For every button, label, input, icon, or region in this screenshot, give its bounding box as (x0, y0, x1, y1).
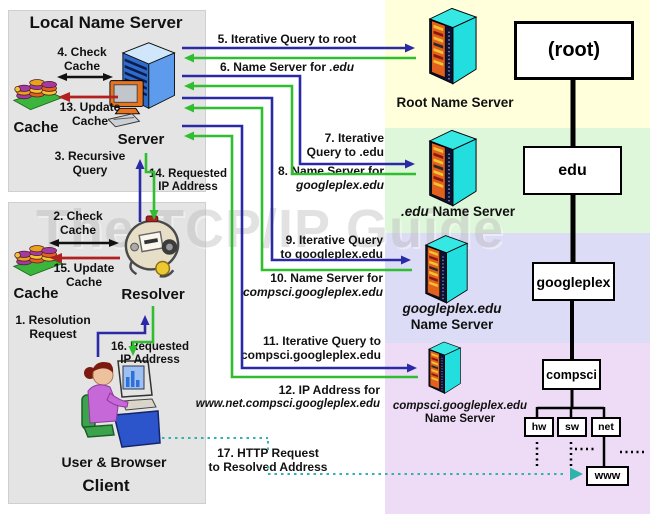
local-panel-title: Local Name Server (29, 13, 183, 32)
step-6-label: 6. Name Server for .edu (219, 60, 355, 74)
tree-node-www: www (586, 466, 629, 486)
resolver-icon (124, 215, 180, 278)
edu-name-server-icon (420, 127, 478, 213)
root-name-server-icon (420, 5, 478, 91)
tree-node-edu: edu (523, 146, 622, 195)
compsci-name-server-icon (422, 340, 462, 398)
user-browser-label: User & Browser (61, 454, 167, 470)
client-panel-title: Client (82, 476, 130, 495)
edu-name-server-label: .edu Name Server (400, 204, 516, 219)
tree-node-googleplex: googleplex (532, 262, 615, 301)
resolver-label: Resolver (121, 286, 185, 303)
tree-node-compsci: compsci (542, 359, 601, 390)
tree-node-sw: sw (557, 417, 587, 437)
local-server-icon (108, 42, 176, 128)
step-5-label: 5. Iterative Query to root (217, 32, 357, 46)
arrow-8-name-server-googleplex (184, 81, 416, 176)
tree-node-net: net (591, 417, 621, 437)
user-browser-icon (81, 360, 161, 448)
local-server-label: Server (117, 131, 165, 148)
tree-node-hw: hw (524, 417, 554, 437)
local-cache-label: Cache (13, 119, 59, 136)
googleplex-name-server-icon (417, 233, 469, 309)
client-cache-label: Cache (13, 285, 59, 302)
root-name-server-label: Root Name Server (396, 95, 514, 110)
tree-node-root: (root) (514, 21, 634, 80)
